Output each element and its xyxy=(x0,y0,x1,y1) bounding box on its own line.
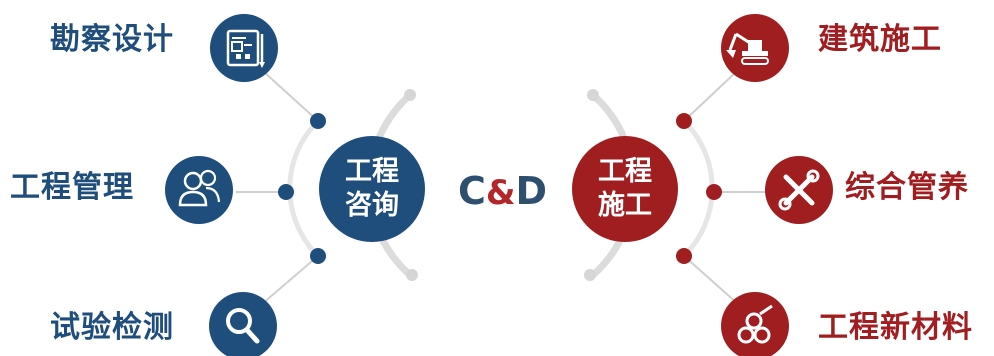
left-item-survey-design: 勘察设计 xyxy=(50,22,174,57)
magnifier-icon xyxy=(209,292,277,356)
users-icon xyxy=(165,156,233,224)
right-dot-top xyxy=(676,113,692,129)
right-hub-line2: 施工 xyxy=(598,190,652,221)
left-hub-circle xyxy=(319,136,425,242)
right-item-maintenance: 综合管养 xyxy=(845,170,969,205)
left-item-project-management: 工程管理 xyxy=(10,170,134,205)
excavator-icon xyxy=(721,14,789,82)
right-hub-line1: 工程 xyxy=(598,156,652,187)
tools-icon xyxy=(765,156,833,224)
left-arc-inner xyxy=(287,118,321,259)
left-connector-top xyxy=(263,71,319,122)
left-arc-end-bottom xyxy=(406,269,418,281)
right-arc-end-bottom xyxy=(584,269,596,281)
logo-d: D xyxy=(515,169,548,213)
left-hub-label: 工程 咨询 xyxy=(322,155,422,223)
cd-logo: C&D xyxy=(458,169,548,213)
right-dot-middle xyxy=(706,184,722,200)
right-dot-bottom xyxy=(676,248,692,264)
right-arc-end-top xyxy=(587,89,599,101)
left-connector-bottom xyxy=(261,255,319,305)
right-connector-top xyxy=(683,71,737,122)
blueprint-icon xyxy=(210,14,278,82)
right-item-new-materials: 工程新材料 xyxy=(818,310,973,345)
right-hub-circle xyxy=(572,136,678,242)
left-dot-middle xyxy=(278,184,294,200)
right-item-building-construction: 建筑施工 xyxy=(818,22,942,57)
left-arc-end-top xyxy=(404,89,416,101)
left-item-testing-inspection: 试验检测 xyxy=(50,310,174,345)
logo-ampersand: & xyxy=(485,173,516,213)
left-dot-top xyxy=(310,113,326,129)
left-dot-bottom xyxy=(310,248,326,264)
materials-icon xyxy=(721,292,789,356)
right-hub-label: 工程 施工 xyxy=(575,155,675,223)
logo-c: C xyxy=(458,169,486,213)
right-connector-bottom xyxy=(683,255,739,305)
left-hub-line2: 咨询 xyxy=(345,190,399,221)
left-hub-line1: 工程 xyxy=(345,156,399,187)
